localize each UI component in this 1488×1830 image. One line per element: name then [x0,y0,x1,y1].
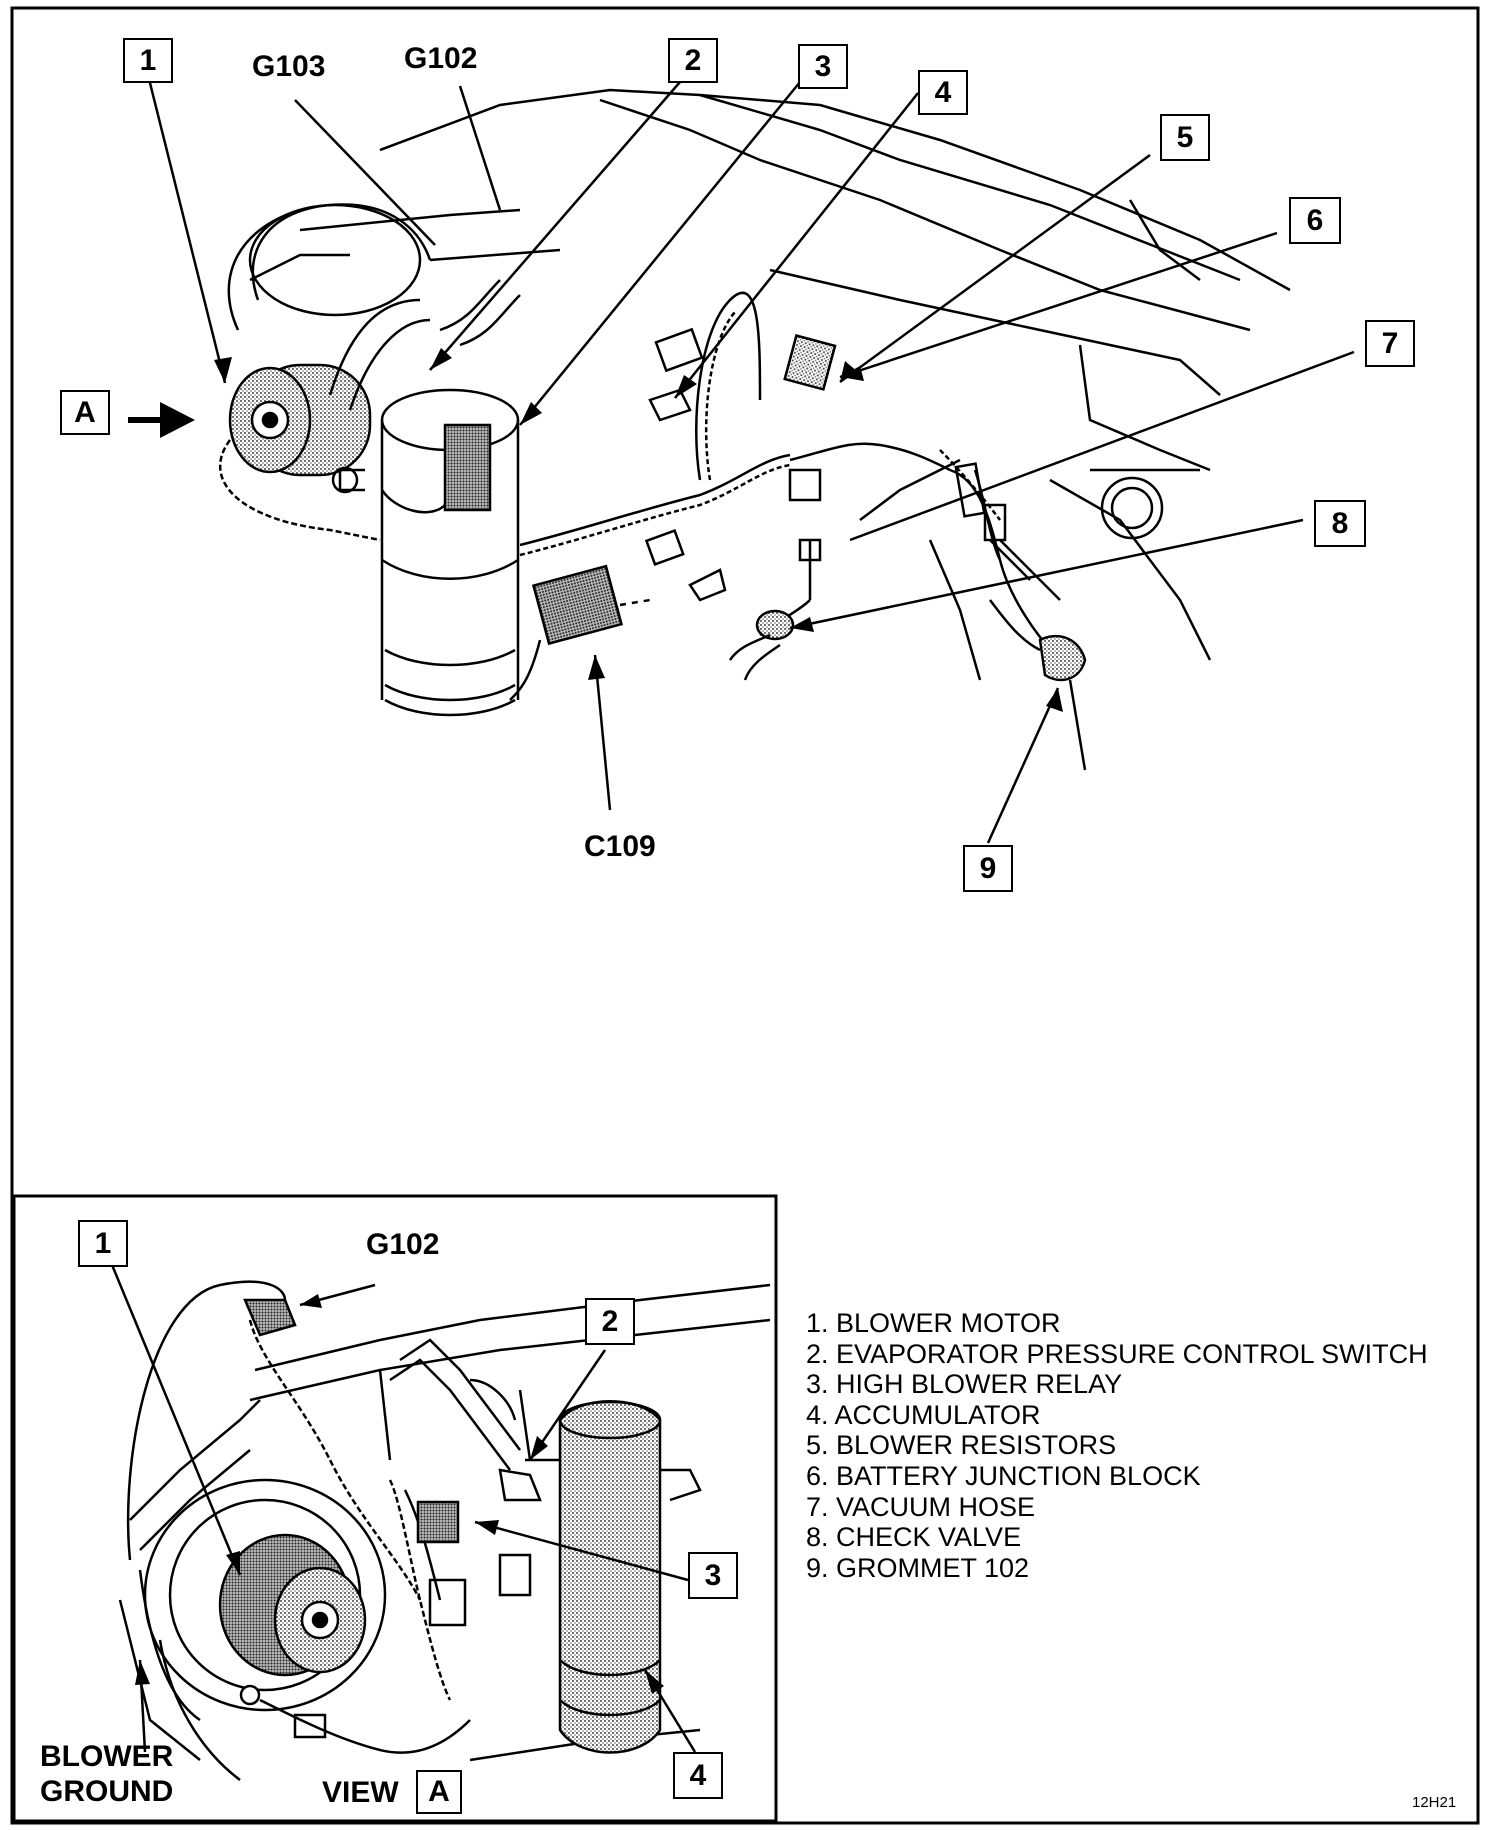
legend-item: 4. ACCUMULATOR [806,1399,1041,1430]
callout-7-box: 7 [1365,320,1415,367]
inset-ground-label-g102: G102 [366,1228,440,1261]
callout-5-box: 5 [1160,114,1210,161]
callout-4-box: 4 [918,70,968,115]
legend-item: 1. BLOWER MOTOR [806,1308,1061,1338]
inset-callout-1-box: 1 [78,1220,128,1267]
inset-artwork [118,1280,771,1781]
main-leader-lines [128,70,1355,844]
callout-2-box: 2 [668,38,718,83]
inset-callout-2-box: 2 [585,1298,635,1345]
ground-label-g103: G103 [252,50,326,83]
outer-frame [10,6,1480,1825]
legend-item: 7. VACUUM HOSE [806,1491,1036,1522]
legend-item: 3. HIGH BLOWER RELAY [806,1369,1123,1400]
inset-arrowheads [135,1294,664,1694]
figure-id: 12H21 [1412,1794,1457,1811]
callout-6-box: 6 [1289,197,1341,244]
main-view-artwork [218,88,1291,771]
callout-9-box: 9 [963,845,1013,892]
inset-callout-3-box: 3 [688,1552,738,1599]
inset-callout-4-box: 4 [673,1752,723,1799]
callout-1-box: 1 [123,38,173,83]
legend-item: 6. BATTERY JUNCTION BLOCK [806,1460,1201,1491]
view-a-marker: A [60,390,110,435]
main-arrowheads [160,348,1063,712]
ground-label-g102: G102 [404,42,478,75]
callout-3-box: 3 [798,44,848,89]
blower-ground-line-2: GROUND [40,1775,174,1808]
connector-label-c109: C109 [584,830,656,863]
legend-item: 9. GROMMET 102 [806,1552,1030,1583]
inset-view-a-marker: A [416,1770,462,1814]
legend-item: 5. BLOWER RESISTORS [806,1430,1117,1461]
inset-frame [12,1194,778,1823]
callout-8-box: 8 [1314,500,1366,547]
legend-item: 2. EVAPORATOR PRESSURE CONTROL SWITCH [806,1338,1428,1369]
view-caption: VIEW [322,1776,399,1809]
parts-legend: 1. BLOWER MOTOR 2. EVAPORATOR PRESSURE C… [806,1308,1428,1583]
blower-ground-line-1: BLOWER [40,1740,174,1773]
legend-item: 8. CHECK VALVE [806,1522,1022,1553]
